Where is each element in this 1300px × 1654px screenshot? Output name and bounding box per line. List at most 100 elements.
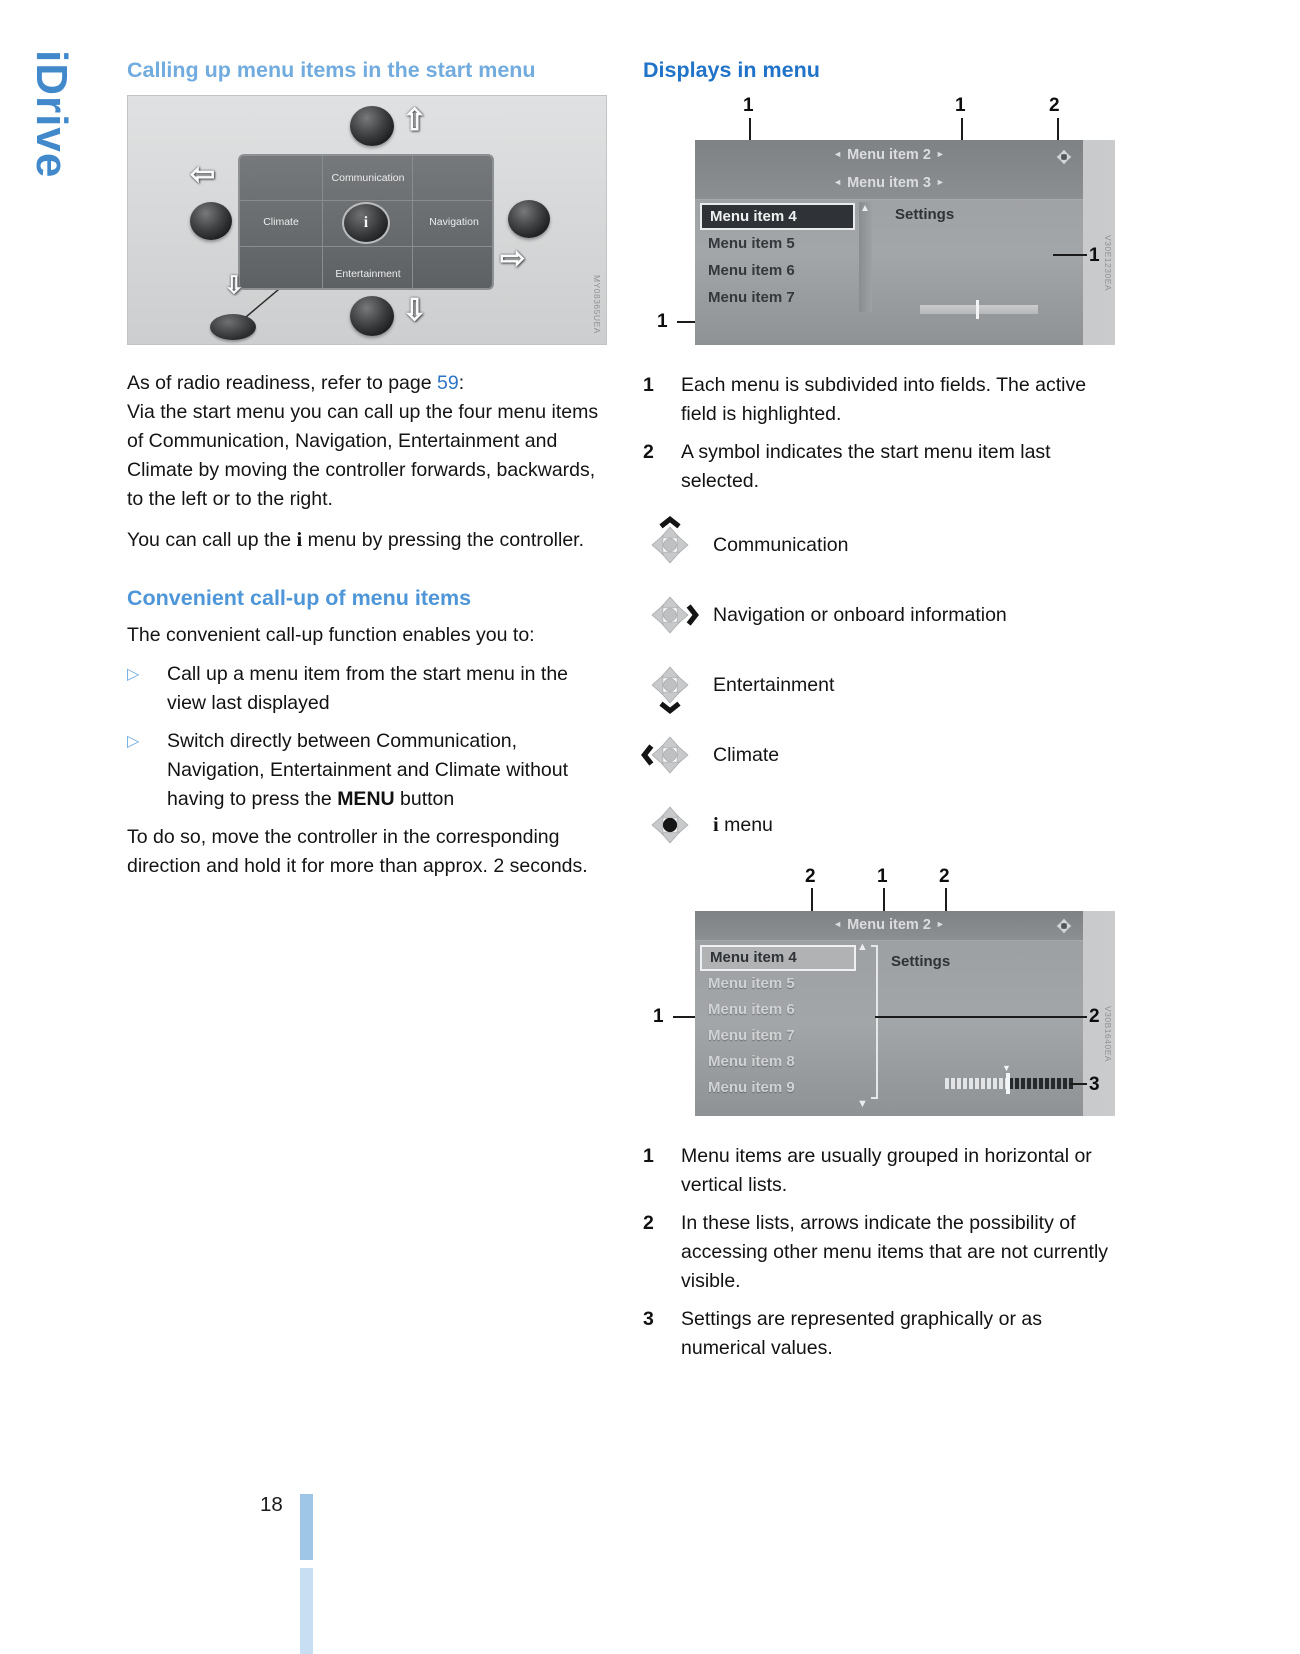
callout-number-1: 1 [743,95,754,116]
menu-item: Menu item 7 [708,1027,795,1044]
figure-menu-display-1: 1 1 2 ◄Menu item 2► ◄Menu item 3► [643,95,1125,355]
bullet-list: ▷ Call up a menu item from the start men… [127,660,607,814]
bullet-text: Switch directly between Communication, N… [167,727,607,814]
bullet-item: ▷ Call up a menu item from the start men… [127,660,607,718]
callout-line [875,1016,1087,1018]
scrollbar [859,202,872,312]
callout-number-3: 3 [1089,1074,1100,1095]
prev-arrow-icon: ◄ [833,919,843,929]
start-menu-panel: Communication Climate Navigation Enterta… [238,154,494,290]
callout-line [677,321,695,323]
next-arrow-icon: ► [935,177,945,187]
legend-row-navigation: Navigation or onboard information [643,586,1125,644]
start-menu-symbol-icon [1056,149,1072,165]
slider-marker [976,300,979,319]
menu-item: Menu item 5 [708,235,795,252]
list-item: 2 A symbol indicates the start menu item… [643,438,1125,496]
scroll-up-icon: ▲ [857,941,868,953]
text-run: menu by pressing the controller. [302,529,585,551]
menu-bar-item: ◄Menu item 3► [695,175,1083,191]
callout-line [1057,118,1059,153]
scroll-up-icon: ▲ [860,203,870,214]
hold-controller-paragraph: To do so, move the controller in the cor… [127,826,588,877]
chapter-tab-idrive: iDrive [27,50,76,179]
field-climate: Climate [263,216,299,228]
item-text: Settings are represented graphically or … [681,1308,1042,1359]
controller-knob-bottom [350,296,394,336]
menu-item: Menu item 5 [708,975,795,992]
display-screen: ◄Menu item 2► ▲ Menu item 4 Me [695,911,1083,1116]
list-bracket [871,945,878,1099]
controller-knob-pressed [210,314,256,340]
legend-label: i menu [713,814,773,837]
callout-number-1: 1 [1089,245,1100,266]
field-communication: Communication [331,172,405,184]
triangle-bullet-icon: ▷ [127,733,140,750]
triangle-bullet-icon: ▷ [127,666,140,683]
legend-row-communication: Communication [643,516,1125,574]
page-number: 18 [260,1493,283,1516]
push-left-arrow-icon: ⇦ [190,158,216,191]
bullet-item: ▷ Switch directly between Communication,… [127,727,607,814]
bar-item-label: Menu item 2 [847,147,931,163]
menu-item: Menu item 7 [708,289,795,306]
item-number: 2 [643,441,654,463]
list-notes-list: 1 Menu items are usually grouped in hori… [643,1142,1125,1363]
setting-slider: ▼ [945,1063,1073,1094]
page-edge-bar-light [300,1568,313,1654]
grid-line [240,200,492,201]
controller-knob-top [350,106,394,146]
figure-watermark: MY08365UEA [592,275,602,334]
slider-segments-dark [1009,1078,1073,1089]
menu-item: Menu item 8 [708,1053,795,1070]
bullet-text: Call up a menu item from the start menu … [167,663,569,714]
item-number: 1 [643,1145,654,1167]
controller-left-icon [641,736,689,774]
menu-item: Menu item 6 [708,262,795,279]
convenient-intro-paragraph: The convenient call-up function enables … [127,624,535,646]
section-heading-displays-in-menu: Displays in menu [643,58,820,82]
callout-number-2: 2 [1089,1006,1100,1027]
press-controller-paragraph: You can call up the i menu by pressing t… [127,526,607,555]
list-item: 2 In these lists, arrows indicate the po… [643,1209,1125,1296]
text-run: As of radio readiness, refer to page [127,372,438,394]
legend-label: Entertainment [713,673,835,696]
grid-line [322,156,323,288]
controller-icon-legend: Communication Navigation or onboard info… [641,516,1125,854]
text-run: button [394,788,455,810]
push-down-arrow-icon: ⇩ [402,294,428,327]
callout-number-2: 2 [805,866,816,887]
callout-line [1053,254,1087,256]
item-text: In these lists, arrows indicate the poss… [681,1212,1109,1292]
callout-line [1069,1083,1087,1085]
menu-button-label: MENU [337,788,395,810]
controller-center-knob: i [342,202,390,244]
bar-item-label: Menu item 2 [847,917,931,933]
menu-bar-item: ◄ Menu item 2 ► [695,917,1083,933]
next-arrow-icon: ► [935,149,945,159]
menu-bar-item: ◄Menu item 2► [695,147,1083,163]
list-item: 3 Settings are represented graphically o… [643,1305,1125,1363]
callout-number-1: 1 [877,866,888,887]
slider-marker-arrow-icon: ▼ [1002,1063,1011,1073]
controller-press-icon [651,806,689,844]
callout-line [811,888,813,926]
page-edge-bar [300,1494,313,1560]
menu-item: Menu item 6 [708,1001,795,1018]
field-entertainment: Entertainment [335,268,401,280]
item-text: Each menu is subdivided into fields. The… [681,374,1087,425]
settings-field-label: Settings [895,206,955,223]
push-right-arrow-icon: ⇨ [500,242,526,275]
start-menu-symbol-icon [1056,918,1072,934]
menu-list: Menu item 4 Menu item 5 Menu item 6 Menu… [700,203,855,311]
i-menu-glyph: i [296,529,303,551]
legend-row-i-menu: i menu [643,796,1125,854]
legend-row-entertainment: Entertainment [643,656,1125,714]
next-arrow-icon: ► [935,919,945,929]
intro-paragraph: As of radio readiness, refer to page 59:… [127,369,607,514]
display-screen: ◄Menu item 2► ◄Menu item 3► [695,140,1083,345]
item-number: 3 [643,1308,654,1330]
page-link-59[interactable]: 59 [437,372,459,394]
slider-segments-light [945,1078,1009,1089]
